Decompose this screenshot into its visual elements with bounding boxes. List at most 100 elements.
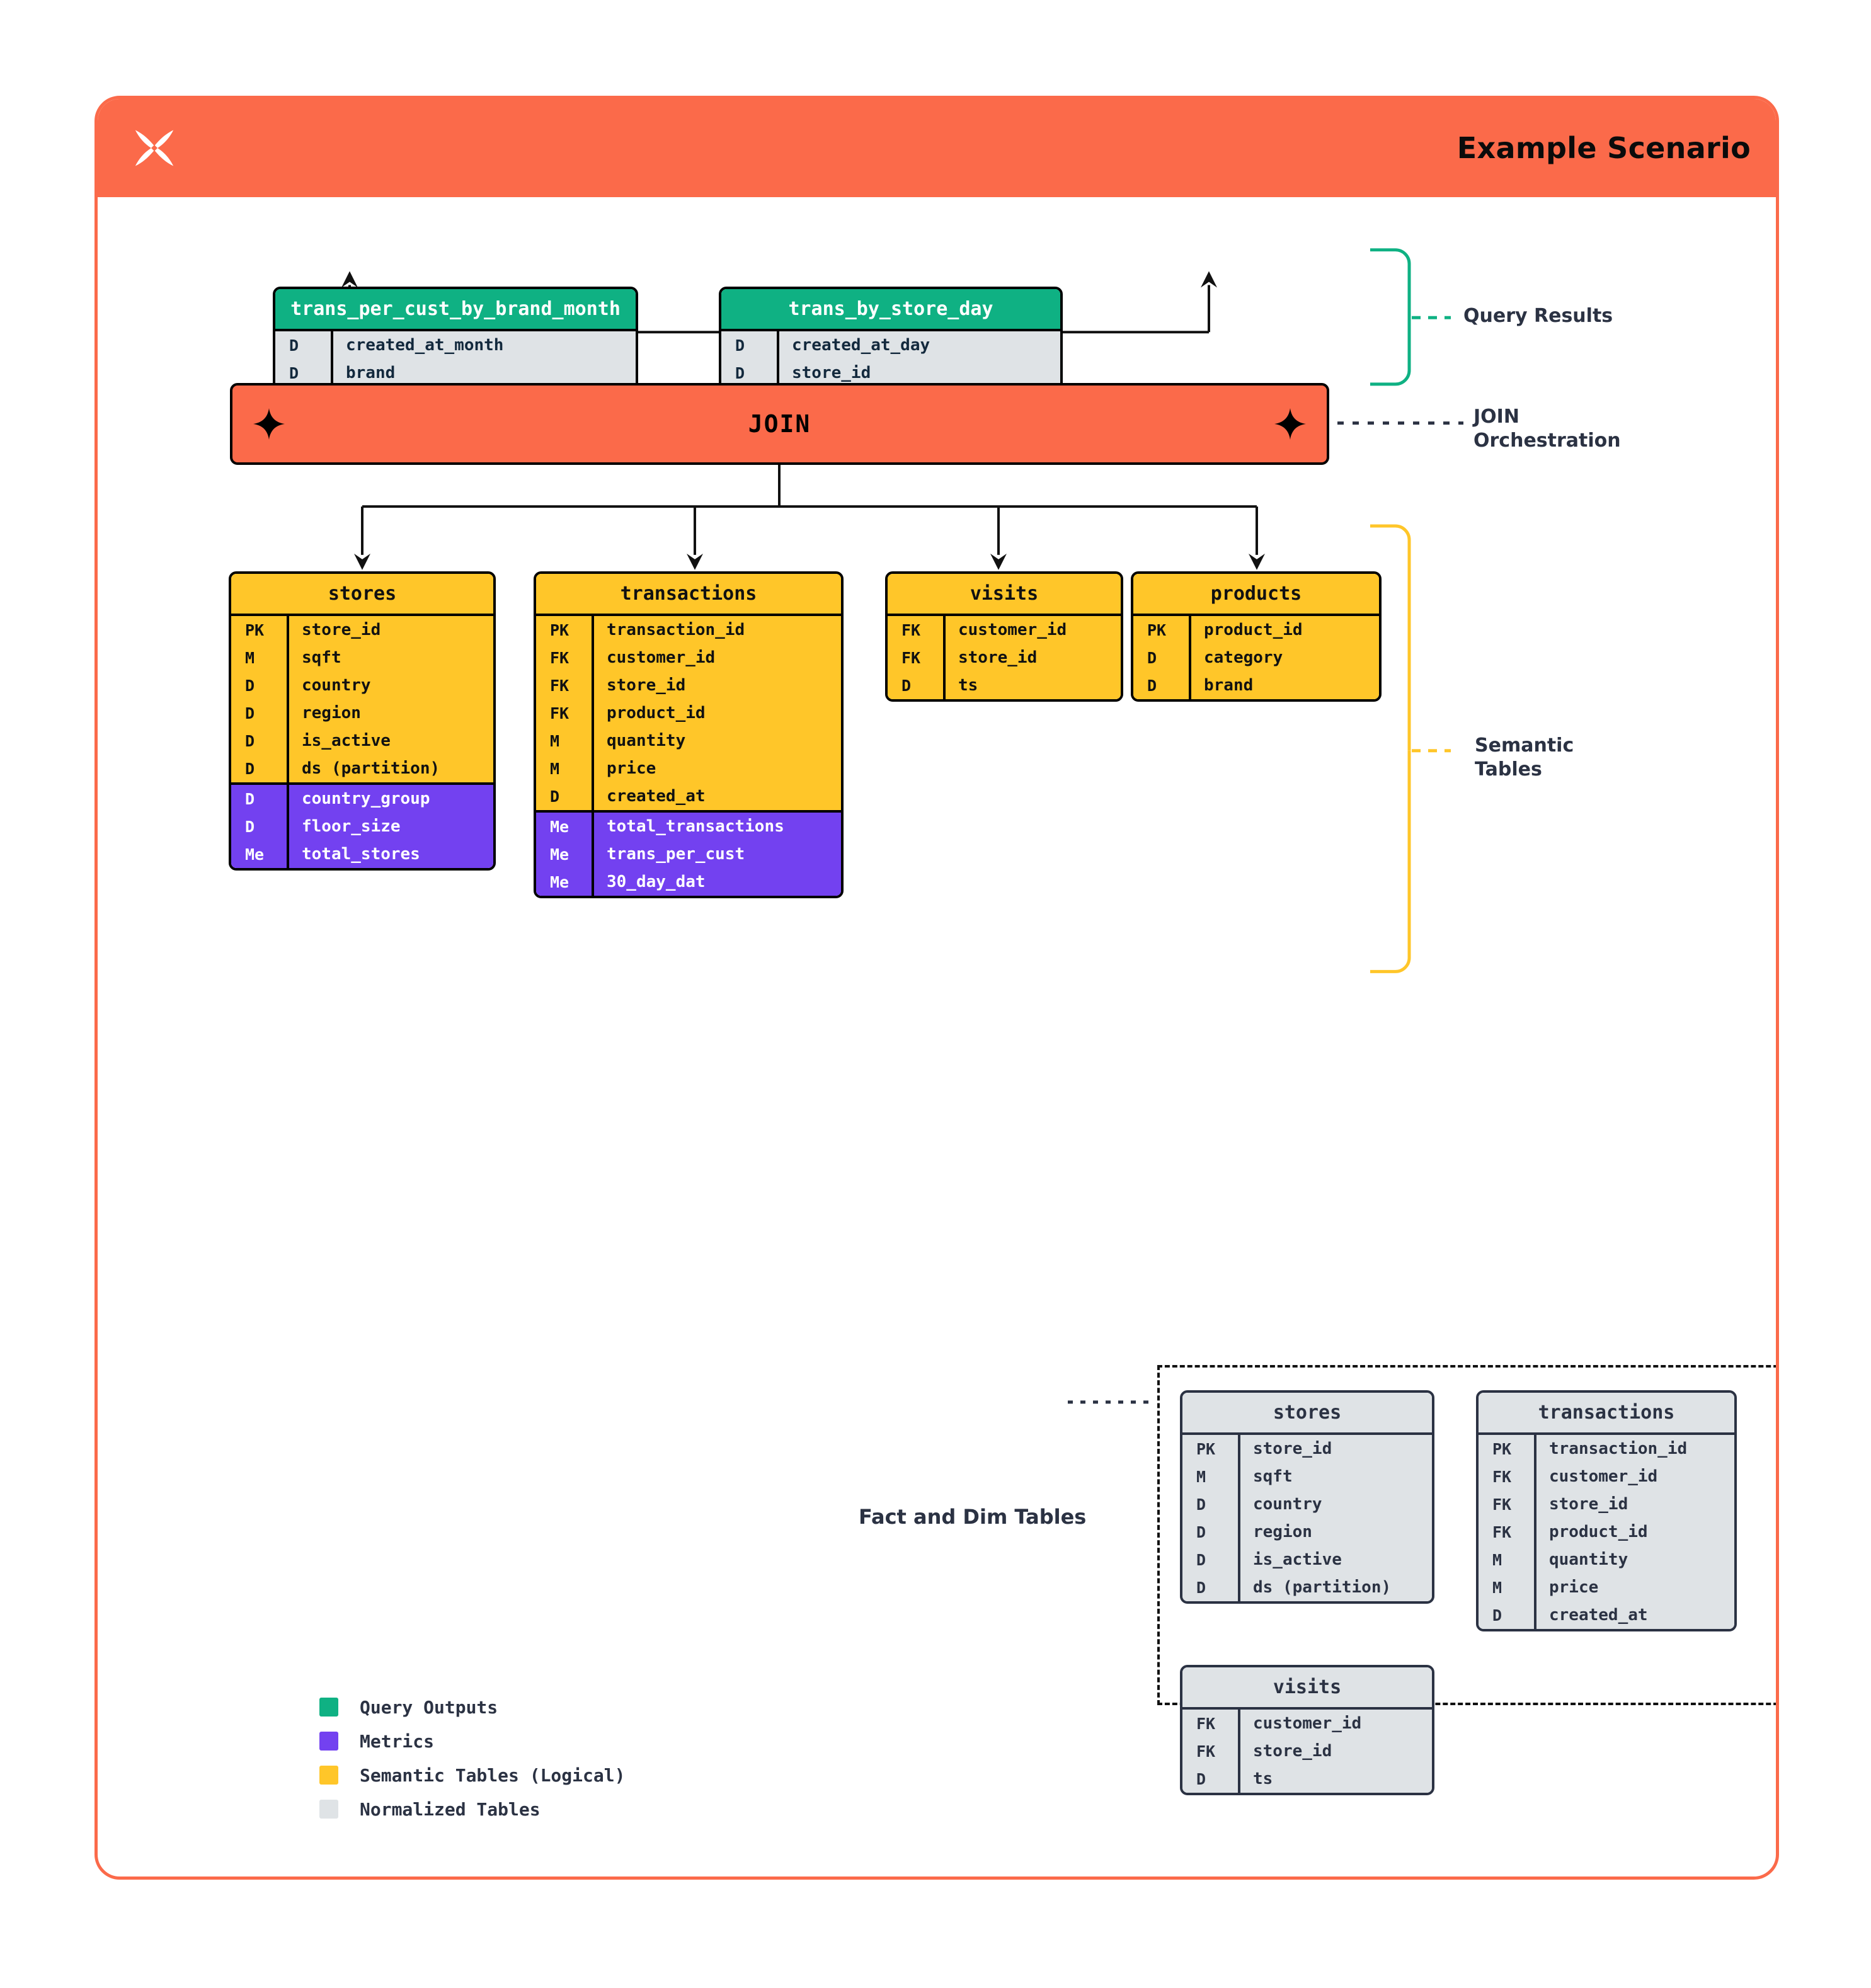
row-field: store_id <box>287 616 493 644</box>
card-header: Example Scenario <box>98 99 1776 197</box>
legend-item-query-outputs: Query Outputs <box>319 1690 625 1724</box>
join-orchestration-bar[interactable]: JOIN <box>230 383 1329 465</box>
legend-item-metrics: Metrics <box>319 1724 625 1758</box>
legend: Query Outputs Metrics Semantic Tables (L… <box>319 1690 625 1826</box>
row-field: floor_size <box>287 813 493 840</box>
row-field: product_id <box>592 699 841 727</box>
row-key: D <box>245 759 255 778</box>
row-key: FK <box>550 676 569 695</box>
row-field: store_id <box>777 359 1060 387</box>
row-key: D <box>1147 676 1157 695</box>
table-title: stores <box>1182 1393 1432 1432</box>
legend-label: Semantic Tables (Logical) <box>360 1764 626 1786</box>
row-field: store_id <box>1238 1435 1432 1463</box>
sparkle-icon <box>253 408 285 440</box>
row-field: category <box>1189 644 1379 671</box>
row-key: Me <box>550 817 569 836</box>
annotation-fact-and-dim-tables: Fact and Dim Tables <box>859 1505 1087 1529</box>
row-field: region <box>1238 1518 1432 1546</box>
row-field: store_id <box>1534 1490 1734 1518</box>
row-field: transaction_id <box>1534 1435 1734 1463</box>
row-key: FK <box>550 704 569 723</box>
row-field: product_id <box>1534 1518 1734 1546</box>
row-field: customer_id <box>943 616 1121 644</box>
legend-label: Query Outputs <box>360 1696 498 1718</box>
row-key: D <box>245 704 255 723</box>
dimension-section: D created_at_day D store_id <box>721 329 1060 387</box>
row-field: store_id <box>1238 1737 1432 1765</box>
row-key: PK <box>1492 1439 1512 1458</box>
row-key: D <box>245 676 255 695</box>
row-key: D <box>1196 1550 1206 1569</box>
row-key: D <box>735 363 745 382</box>
table-row: PK store_id <box>231 616 493 644</box>
row-field: ds (partition) <box>1238 1574 1432 1601</box>
table-row: D created_at_month <box>275 331 636 359</box>
row-key: D <box>901 676 912 695</box>
legend-item-semantic-tables: Semantic Tables (Logical) <box>319 1758 625 1792</box>
annotation-join-orchestration: JOIN Orchestration <box>1473 406 1621 452</box>
row-key: D <box>1196 1522 1206 1541</box>
table-title: visits <box>888 574 1121 614</box>
table-title: products <box>1133 574 1379 614</box>
table-title: transactions <box>1479 1393 1734 1432</box>
legend-swatch <box>319 1732 338 1751</box>
diagram-canvas: trans_per_cust_by_brand_month D created_… <box>98 197 1776 1877</box>
row-field: brand <box>331 359 636 387</box>
table-title: transactions <box>536 574 841 614</box>
row-key: D <box>245 789 255 808</box>
row-key: FK <box>550 648 569 667</box>
annotation-query-results: Query Results <box>1463 305 1613 327</box>
row-key: M <box>1492 1550 1502 1569</box>
table-title: stores <box>231 574 493 614</box>
row-key: D <box>1196 1495 1206 1514</box>
row-key: FK <box>1492 1522 1512 1541</box>
row-field: ts <box>943 671 1121 699</box>
table-row: PK transaction_id <box>1479 1435 1734 1463</box>
row-key: PK <box>245 620 265 639</box>
row-field: sqft <box>1238 1463 1432 1490</box>
table-title: trans_by_store_day <box>721 289 1060 329</box>
row-key: PK <box>1147 620 1167 639</box>
table-row: D store_id <box>721 359 1060 387</box>
join-label: JOIN <box>748 410 811 438</box>
row-field: store_id <box>592 671 841 699</box>
row-field: brand <box>1189 671 1379 699</box>
row-key: M <box>1196 1467 1206 1486</box>
row-key: FK <box>1196 1742 1216 1761</box>
row-field: quantity <box>592 727 841 755</box>
table-row: FK store_id <box>536 671 841 699</box>
sparkle-icon <box>1274 408 1306 440</box>
row-field: country <box>287 671 493 699</box>
